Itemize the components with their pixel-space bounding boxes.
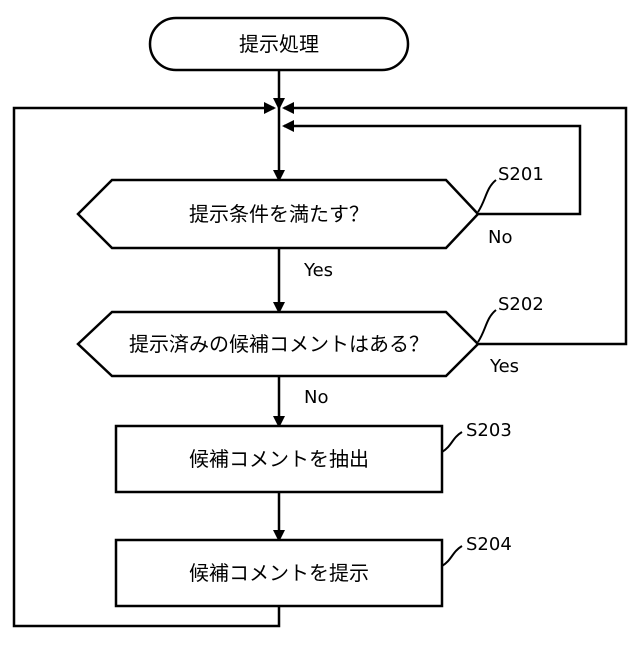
- start-label: 提示処理: [239, 32, 319, 56]
- s201-yes-label: Yes: [303, 260, 333, 281]
- decision-s202-text: 提示済みの候補コメントはある？: [129, 332, 429, 356]
- decision-s201-text: 提示条件を満たす？: [189, 202, 369, 226]
- process-s203-text: 候補コメントを抽出: [189, 447, 369, 471]
- step-id-s202: S202: [498, 294, 544, 315]
- decision-s201: 提示条件を満たす？: [78, 180, 478, 248]
- s201-leader: [478, 180, 496, 212]
- process-s204: 候補コメントを提示: [116, 540, 442, 606]
- start-terminator: 提示処理: [150, 18, 408, 70]
- process-s204-text: 候補コメントを提示: [189, 561, 369, 585]
- s201-no-label: No: [488, 227, 512, 248]
- process-s203: 候補コメントを抽出: [116, 426, 442, 492]
- s203-leader: [442, 432, 462, 452]
- decision-s202: 提示済みの候補コメントはある？: [78, 312, 478, 376]
- s202-leader: [478, 310, 496, 342]
- step-id-s201: S201: [498, 164, 544, 185]
- s202-no-label: No: [304, 387, 328, 408]
- s202-yes-label: Yes: [489, 356, 519, 377]
- step-id-s204: S204: [466, 534, 512, 555]
- s204-leader: [442, 546, 462, 566]
- step-id-s203: S203: [466, 420, 512, 441]
